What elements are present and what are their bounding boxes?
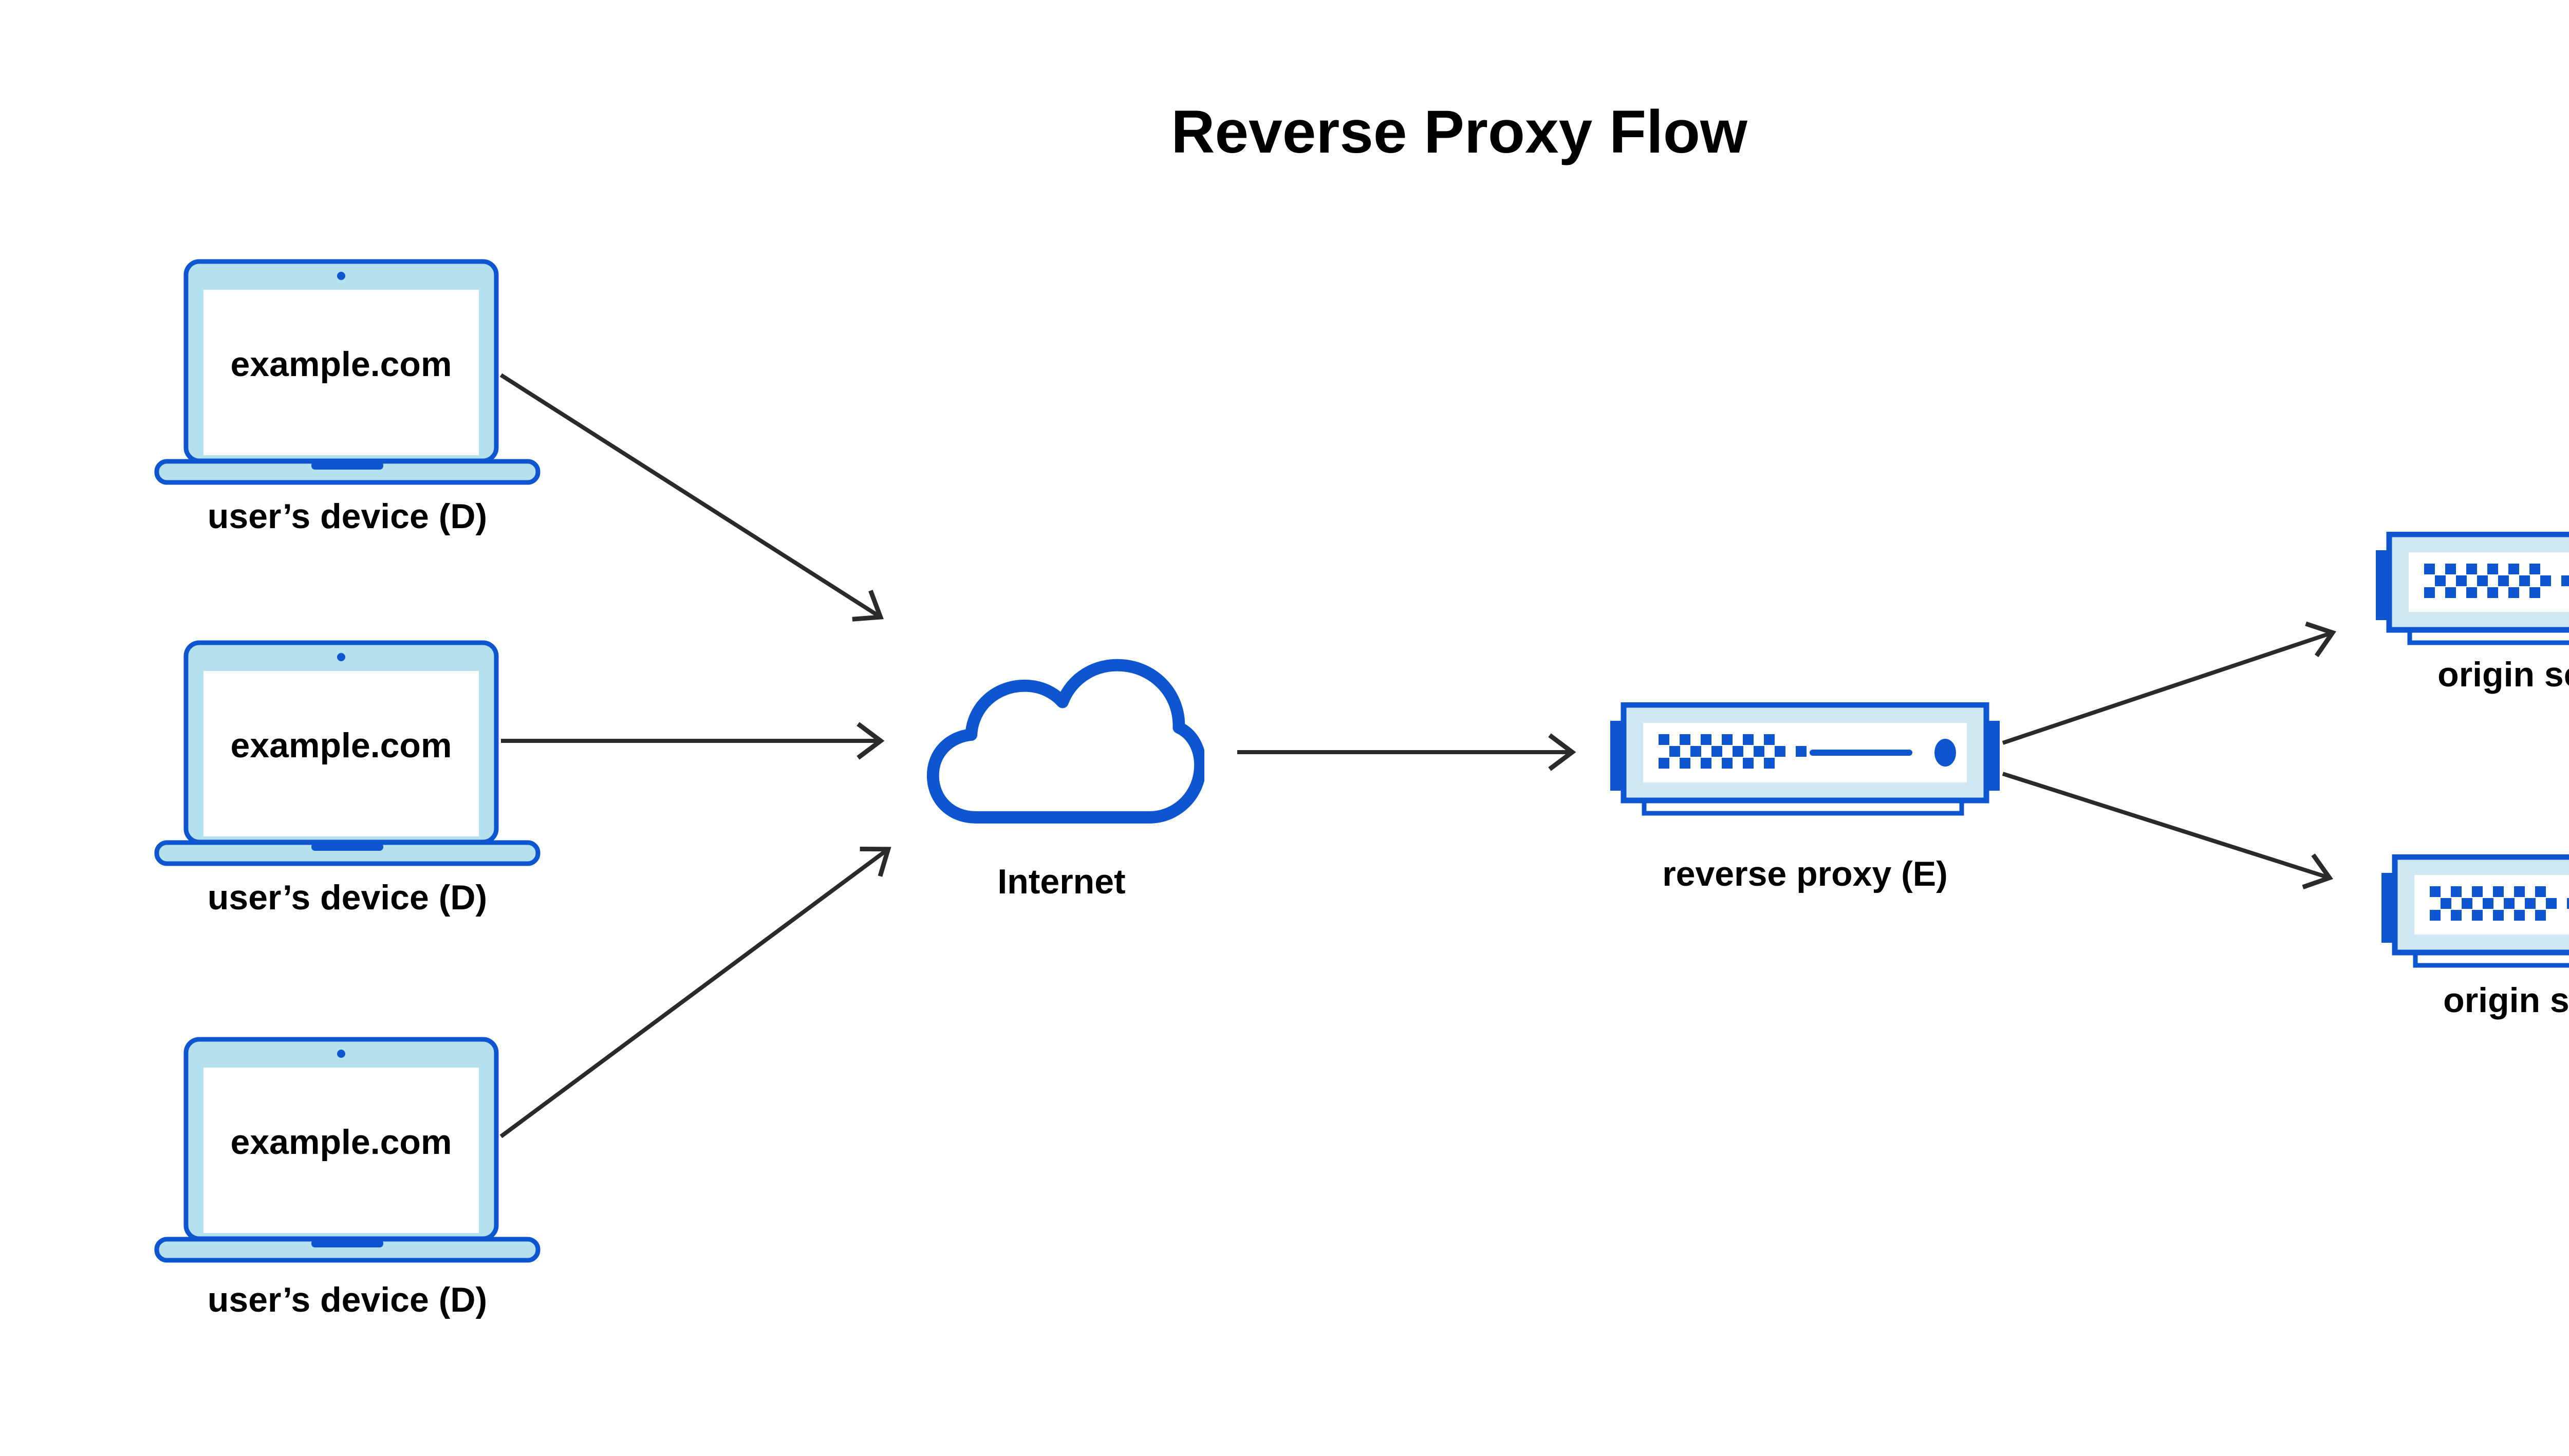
internet-label: Internet bbox=[997, 862, 1126, 901]
server-icon bbox=[2381, 854, 2569, 968]
device-label: user’s device (D) bbox=[207, 497, 488, 536]
server-icon bbox=[1610, 702, 2000, 816]
page-title: Reverse Proxy Flow bbox=[1171, 98, 1747, 166]
internet-node: Internet bbox=[919, 652, 1204, 899]
device-screen-url: example.com bbox=[230, 726, 452, 765]
origin-server-label: origin server (F) bbox=[2437, 655, 2569, 694]
arrow-proxy-to-origin2 bbox=[2002, 772, 2334, 889]
device-label: user’s device (D) bbox=[207, 878, 488, 917]
arrow-proxy-to-origin1 bbox=[2002, 621, 2337, 745]
device-screen-url: example.com bbox=[230, 345, 452, 384]
device-screen-url: example.com bbox=[230, 1123, 452, 1162]
user-device-node-2: example.com user’s device (D) bbox=[154, 640, 541, 915]
origin-server-label: origin server (F) bbox=[2443, 981, 2569, 1020]
server-icon bbox=[2376, 532, 2569, 646]
user-device-node-1: example.com user’s device (D) bbox=[154, 259, 541, 534]
user-device-node-3: example.com user’s device (D) bbox=[154, 1037, 541, 1317]
arrow-device3-to-internet bbox=[499, 847, 891, 1138]
device-label: user’s device (D) bbox=[207, 1280, 488, 1319]
reverse-proxy-node: reverse proxy (E) bbox=[1610, 702, 2000, 891]
origin-server-node-2: origin server (F) bbox=[2381, 854, 2569, 1018]
cloud-icon bbox=[919, 652, 1204, 827]
arrow-device1-to-internet bbox=[499, 373, 884, 622]
origin-server-node-1: origin server (F) bbox=[2376, 532, 2569, 692]
reverse-proxy-label: reverse proxy (E) bbox=[1662, 854, 1948, 893]
